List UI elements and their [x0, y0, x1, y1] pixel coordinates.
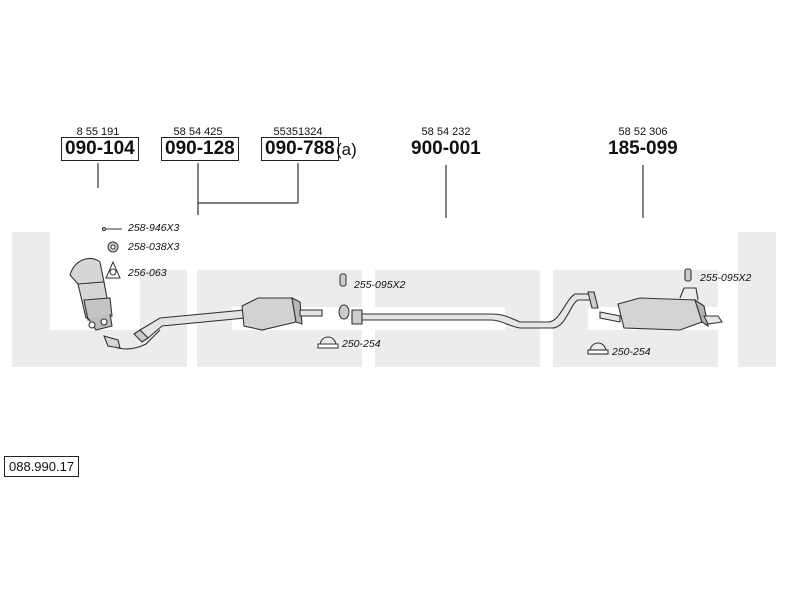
- part-variant-note: (a): [336, 140, 357, 159]
- fitting-label[interactable]: 255-095X2: [354, 279, 406, 291]
- fitting-label[interactable]: 258-946X3: [128, 222, 180, 234]
- rear-silencer: [587, 268, 723, 355]
- oem-number: 58 54 425: [173, 126, 223, 138]
- middle-silencer: [241, 297, 323, 331]
- part-code[interactable]: 090-128: [161, 137, 239, 161]
- fitting-label[interactable]: 250-254: [342, 338, 381, 350]
- oem-number: 8 55 191: [76, 126, 120, 138]
- oem-number: 58 52 306: [618, 126, 668, 138]
- fitting-label[interactable]: 250-254: [612, 346, 651, 358]
- oem-number: 58 54 232: [421, 126, 471, 138]
- center-pipe: [351, 291, 599, 329]
- fitting-label[interactable]: 256-063: [128, 267, 167, 279]
- clamp-icon: [339, 273, 347, 287]
- fitting-label[interactable]: 258-038X3: [128, 241, 180, 253]
- part-code[interactable]: 185-099: [608, 138, 678, 159]
- clamp-ring-icon: [319, 336, 337, 347]
- part-code[interactable]: 900-001: [411, 138, 481, 159]
- oem-number: 55351324: [273, 126, 323, 138]
- diagram-reference: 088.990.17: [4, 456, 80, 477]
- part-code[interactable]: 090-104: [61, 137, 139, 161]
- fitting-label[interactable]: 255-095X2: [700, 272, 752, 284]
- catalytic-manifold: [69, 258, 161, 350]
- part-code[interactable]: 090-788: [261, 137, 339, 161]
- flange-icon: [338, 304, 350, 320]
- front-pipe: [133, 309, 246, 343]
